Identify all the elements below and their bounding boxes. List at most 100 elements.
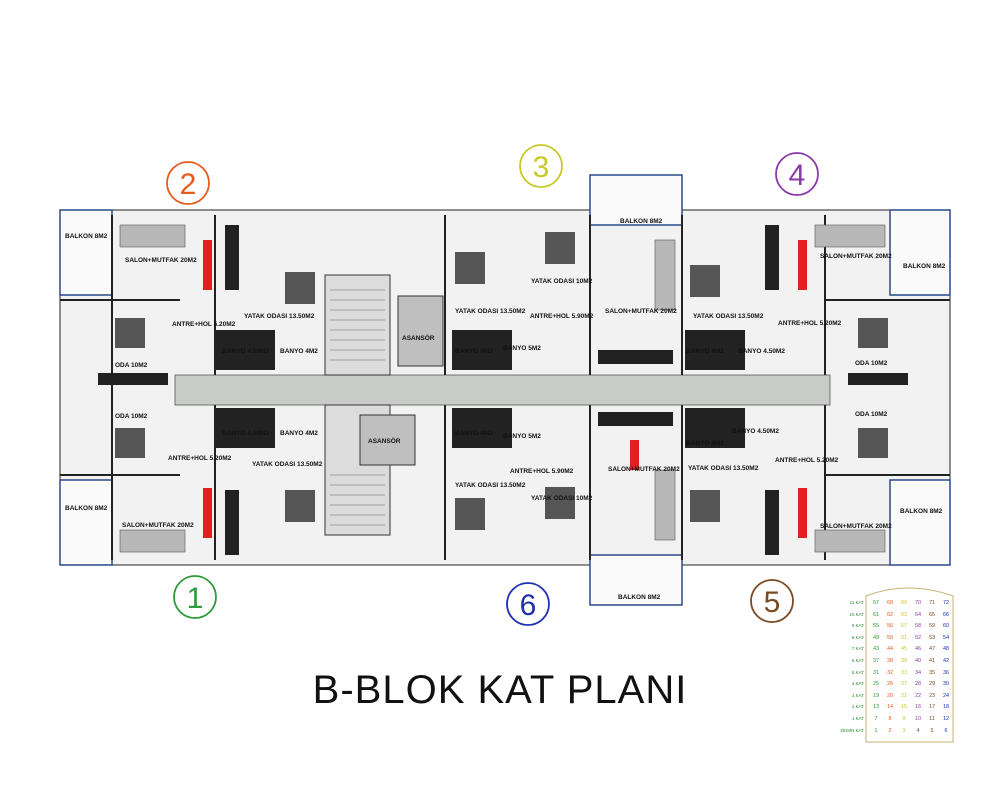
unit-number-1: 1: [187, 582, 204, 615]
legend-apartment-number: 58: [914, 623, 922, 630]
legend-apartment-number: 9: [902, 716, 906, 722]
label-antre-2: ANTRE+HOL 5.20M2: [172, 321, 236, 328]
legend-apartment-number: 51: [900, 634, 908, 641]
label-oda-1: ODA 10M2: [115, 413, 148, 420]
corridor: [174, 374, 831, 406]
legend-apartment-number: 12: [942, 716, 950, 722]
legend-apartment-number: 62: [886, 611, 894, 618]
legend-apartment-number: 56: [886, 623, 894, 630]
legend-apartment-number: 41: [928, 658, 936, 664]
dining-chairs: [203, 240, 807, 538]
legend-apartment-number: 36: [942, 669, 950, 676]
label-banyo-4: BANYO 4.50M2: [738, 348, 785, 355]
label-banyo5-6: BANYO 5M2: [503, 433, 541, 440]
legend-apartment-number: 67: [872, 600, 880, 606]
unit-number-6: 6: [520, 589, 537, 622]
label-banyo-1: BANYO 4.50M2: [222, 430, 269, 437]
legend-apartment-number: 44: [886, 646, 894, 653]
legend-floor-label: 2.KAT: [851, 704, 864, 710]
legend-apartment-number: 21: [900, 692, 908, 699]
legend-apartment-number: 65: [928, 611, 936, 618]
legend-apartment-number: 66: [942, 611, 950, 618]
legend-apartment-number: 61: [872, 611, 880, 618]
beds: [115, 232, 888, 530]
legend-apartment-number: 42: [942, 658, 950, 664]
legend-apartment-number: 6: [944, 727, 948, 734]
legend-apartment-number: 57: [900, 623, 908, 630]
unit-markers: 2 3 4 1 6 5: [166, 144, 819, 626]
legend-floor-label: 6.KAT: [851, 658, 864, 663]
balcony-unit-2: [59, 209, 113, 296]
label-oda-2: ODA 10M2: [115, 362, 148, 369]
legend-apartment-number: 13: [872, 704, 880, 711]
label-asansor-top: ASANSÖR: [402, 333, 435, 342]
legend-floor-label: 4.KAT: [851, 681, 864, 687]
balcony-unit-6: [589, 554, 683, 606]
label-banyo4-5: BANYO 4M2: [686, 440, 724, 447]
legend-apartment-number: 35: [928, 669, 936, 676]
legend-apartment-number: 37: [872, 658, 880, 664]
legend-apartment-number: 68: [886, 600, 894, 606]
legend-apartment-number: 69: [900, 600, 908, 606]
balcony-unit-1: [59, 479, 113, 566]
stair-treads: [330, 289, 385, 526]
label-antre-3: ANTRE+HOL 5.90M2: [530, 313, 594, 320]
plan-title: B-BLOK KAT PLANI: [312, 668, 688, 712]
unit-number-4: 4: [789, 159, 806, 192]
label-yatak-6: YATAK ODASI 13.50M2: [455, 482, 526, 489]
label-antre-6: ANTRE+HOL 5.90M2: [510, 468, 574, 475]
label-banyo4-4: BANYO 4M2: [686, 348, 724, 355]
legend-apartment-number: 40: [914, 658, 922, 664]
label-banyo4-2: BANYO 4M2: [280, 348, 318, 355]
unit-number-5: 5: [764, 586, 781, 619]
label-yatak-1: YATAK ODASI 13.50M2: [252, 461, 323, 468]
legend-apartment-number: 55: [872, 623, 880, 630]
balcony-unit-5: [889, 479, 951, 566]
unit-circle-2: [166, 161, 210, 205]
legend-apartment-number: 30: [942, 681, 950, 688]
legend-apartment-number: 1: [874, 727, 878, 734]
room-labels: BALKON 8M2 SALON+MUTFAK 20M2 YATAK ODASI…: [65, 218, 946, 601]
legend-apartment-number: 15: [900, 704, 908, 711]
label-antre-5: ANTRE+HOL 5.20M2: [775, 457, 839, 464]
legend-apartment-number: 28: [914, 681, 922, 688]
legend-floor-label: 9.KAT: [851, 623, 864, 629]
legend-apartment-number: 31: [872, 669, 880, 676]
legend-apartment-number: 54: [942, 634, 950, 641]
unit-number-2: 2: [180, 168, 197, 201]
legend-apartment-number: 3: [902, 727, 906, 734]
balcony-unit-3: [589, 174, 683, 226]
legend-apartment-number: 25: [872, 681, 880, 688]
label-antre-1: ANTRE+HOL 5.20M2: [168, 455, 232, 462]
unit-number-3: 3: [533, 151, 550, 184]
legend-apartment-number: 10: [914, 716, 922, 722]
legend-apartment-number: 53: [928, 634, 936, 641]
legend-apartment-number: 45: [900, 646, 908, 653]
legend-apartment-number: 60: [942, 623, 950, 630]
legend-apartment-number: 43: [872, 646, 880, 653]
label-yatak-5: YATAK ODASI 13.50M2: [688, 465, 759, 472]
label-yatak10-6: YATAK ODASI 10M2: [531, 495, 593, 502]
legend-apartment-number: 34: [914, 669, 922, 676]
legend-floor-label: 7.KAT: [851, 646, 864, 652]
label-balkon-2: BALKON 8M2: [65, 233, 108, 240]
legend-apartment-number: 38: [886, 658, 894, 664]
legend-apartment-number: 22: [914, 692, 922, 699]
label-banyo5-3: BANYO 5M2: [503, 345, 541, 352]
legend-apartment-number: 48: [942, 646, 950, 653]
legend-apartment-number: 5: [930, 727, 934, 734]
elevator-top: [397, 295, 444, 367]
label-balkon-3: BALKON 8M2: [620, 218, 663, 225]
legend-floor-label: 3.KAT: [851, 692, 864, 698]
legend-apartment-number: 52: [914, 634, 922, 641]
legend-apartment-number: 7: [874, 716, 878, 722]
label-oda-5: ODA 10M2: [855, 411, 888, 418]
furniture: [119, 224, 886, 553]
legend-apartment-number: 32: [886, 669, 894, 676]
label-salon-2: SALON+MUTFAK 20M2: [125, 257, 197, 264]
legend-apartment-number: 72: [942, 600, 950, 606]
legend-apartment-number: 2: [888, 727, 892, 734]
legend-apartment-number: 14: [886, 704, 894, 711]
legend-apartment-number: 27: [900, 681, 908, 688]
